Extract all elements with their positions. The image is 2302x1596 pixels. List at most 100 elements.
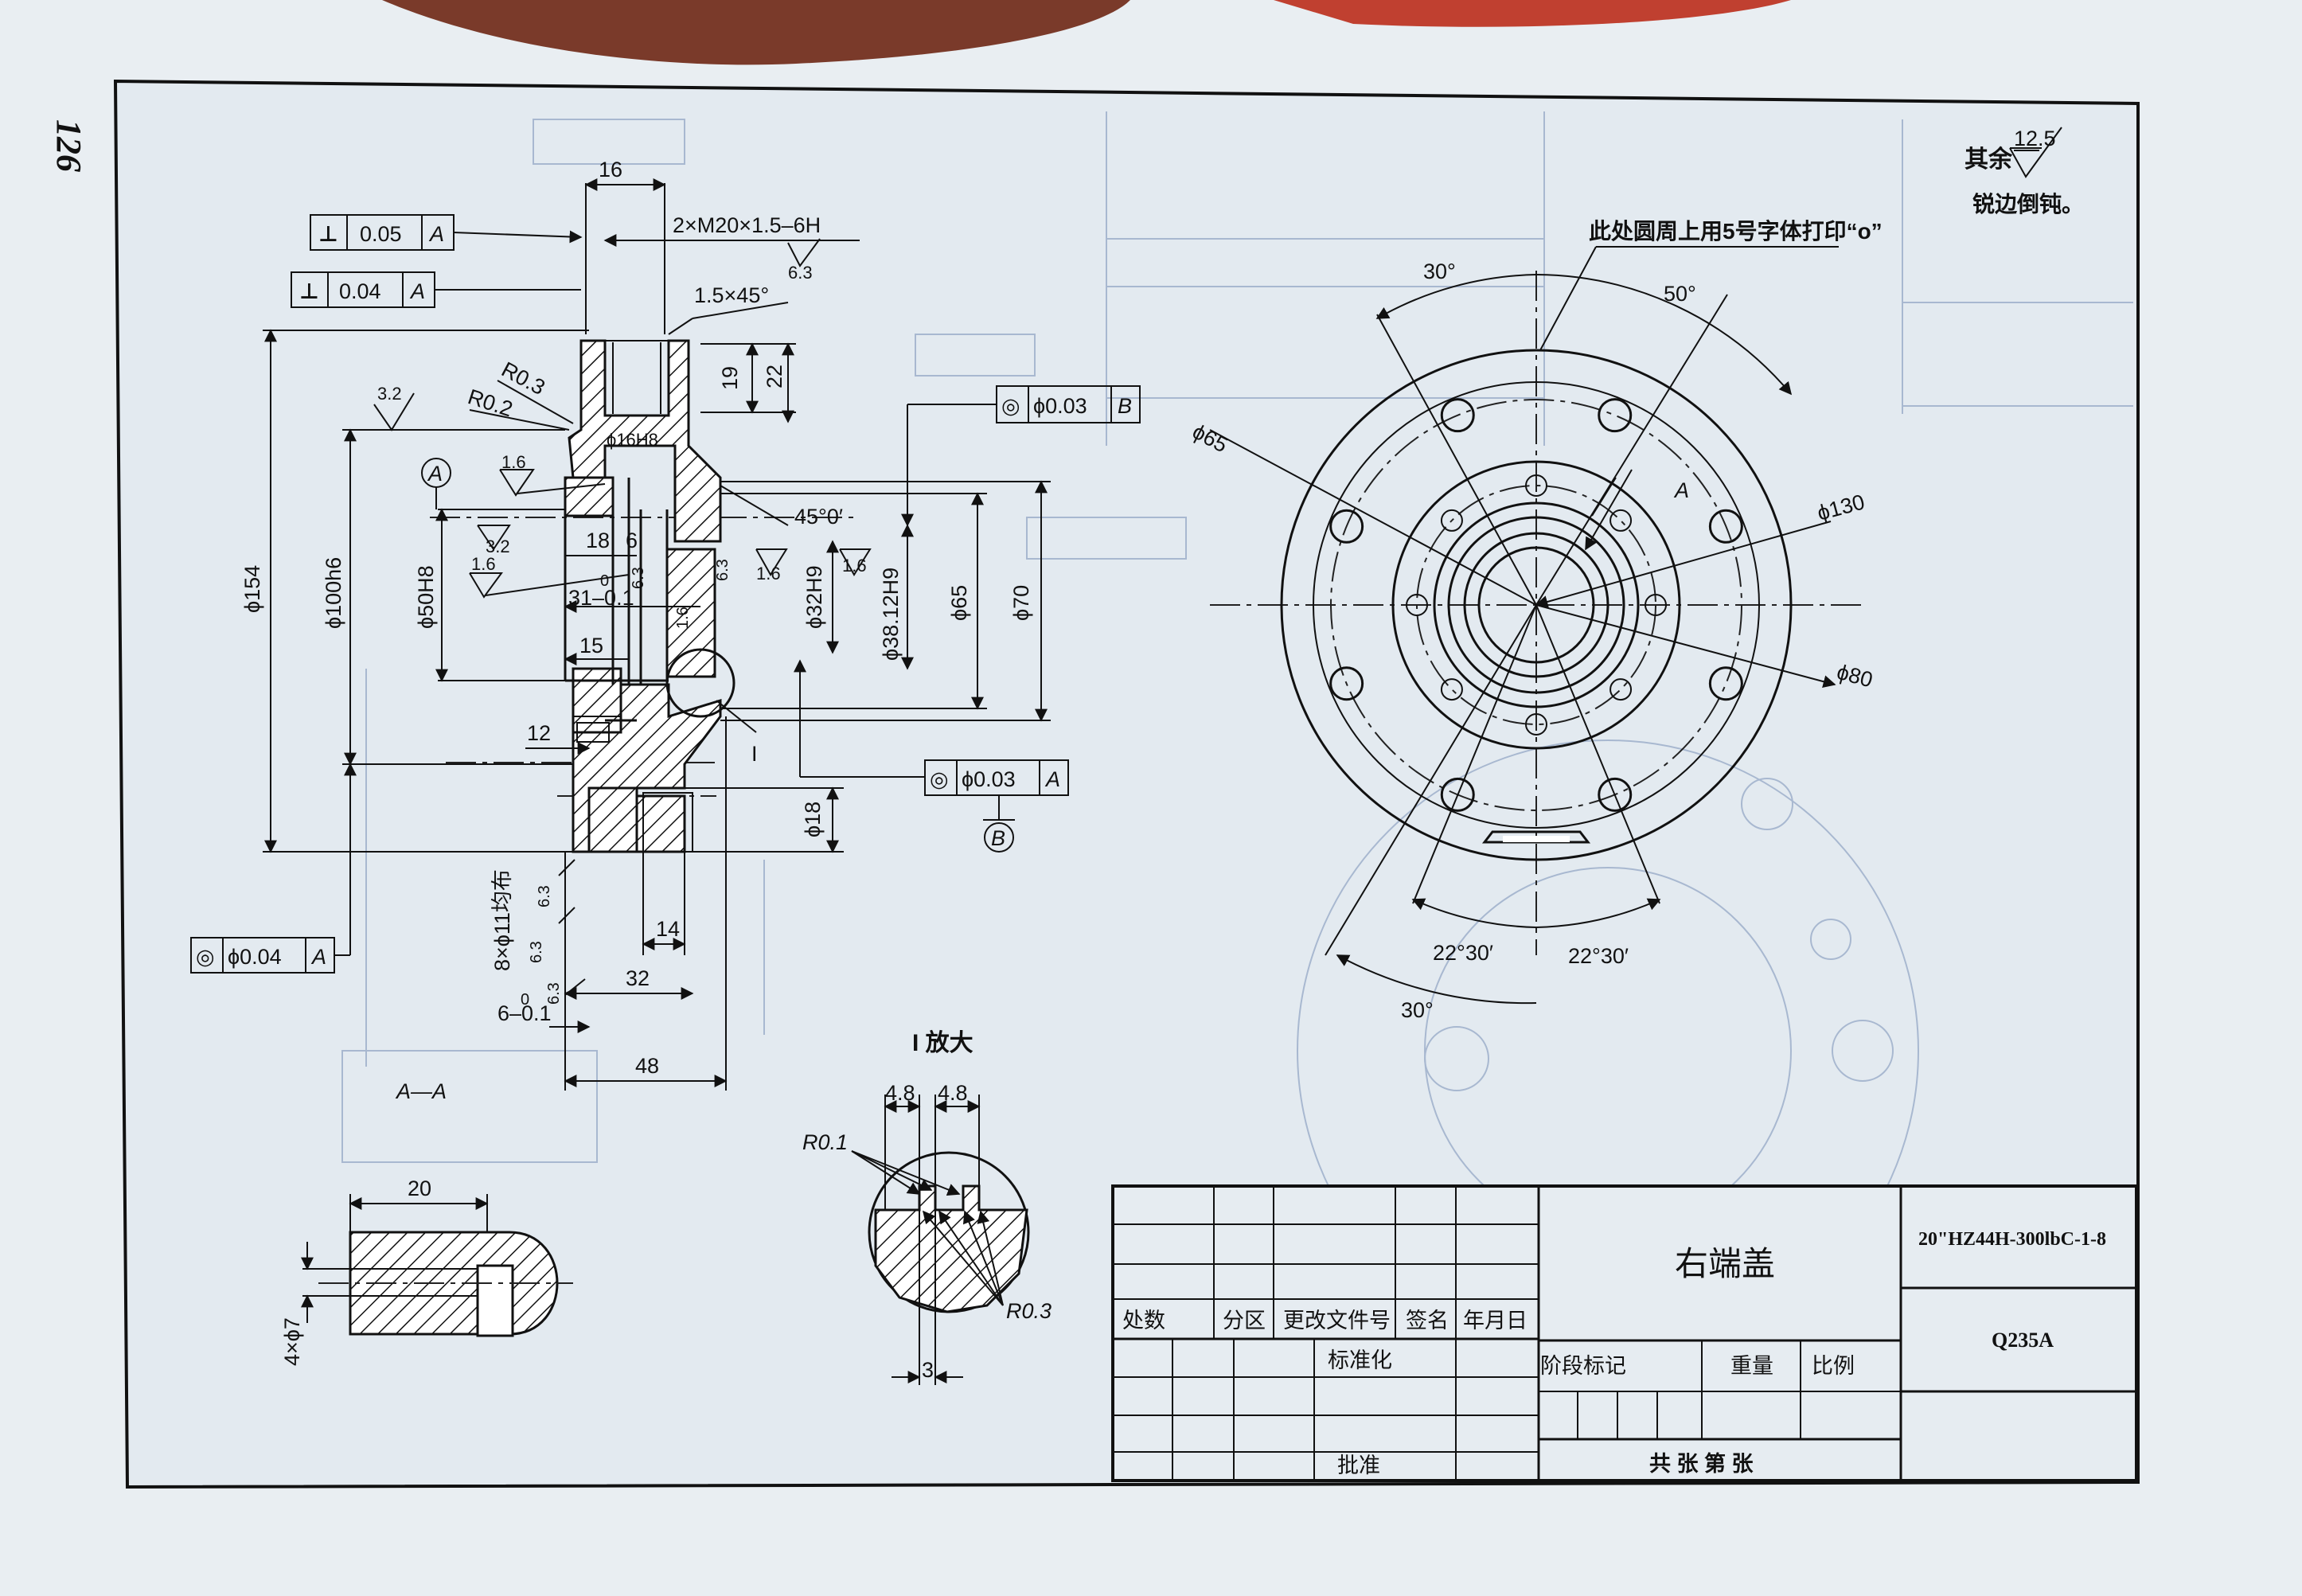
dim-19: 19 <box>718 366 742 390</box>
holes-4x7: 4×ϕ7 <box>280 1317 304 1366</box>
ra-3-2-mid: 3.2 <box>486 537 510 556</box>
detail-r0-3: R0.3 <box>1006 1299 1052 1323</box>
ra-1-6-step: 1.6 <box>674 607 692 629</box>
hand-shadow <box>382 0 1130 65</box>
tb-sheets: 共 张 第 张 <box>1649 1451 1754 1476</box>
angle-45: 45°0′ <box>794 505 843 529</box>
tf4-symbol: ◎ <box>930 767 949 791</box>
angle-30-bottom: 30° <box>1401 998 1434 1022</box>
section-view <box>430 339 860 853</box>
datum-b-marker: B <box>991 826 1005 850</box>
tol-6: 6–0.1 <box>497 1001 552 1025</box>
dia-154: ϕ154 <box>240 565 264 613</box>
angle-2230-left: 22°30′ <box>1433 941 1493 965</box>
bolt-hole <box>1440 398 1475 433</box>
tolerance-frame-conc-003-b: ◎ ϕ0.03 B <box>901 385 1141 527</box>
ra-1-6-right: 1.6 <box>756 564 781 583</box>
section-dimensions: 16 2×M20×1.5–6H 6.3 1.5×45° 19 22 R0.3 R… <box>240 158 1051 1103</box>
detail-dim-4-8-b: 4.8 <box>938 1081 968 1105</box>
bolt-hole <box>1598 398 1633 433</box>
bolt-hole <box>1329 666 1364 701</box>
tf3-symbol: ◎ <box>1001 394 1020 418</box>
thread-callout: 2×M20×1.5–6H <box>673 213 821 237</box>
ra-6-3-thread: 6.3 <box>788 263 813 283</box>
small-hole <box>1406 594 1428 616</box>
default-roughness-value: 12.5 <box>2014 127 2056 150</box>
ra-1-6-far: 1.6 <box>842 556 867 576</box>
dia-32h9: ϕ32H9 <box>802 565 826 629</box>
dia-70: ϕ70 <box>1009 585 1033 621</box>
angle-30-top: 30° <box>1423 259 1456 283</box>
tolerance-frame-perp-004: ⊥ 0.04 A <box>291 271 581 308</box>
dim-32: 32 <box>626 966 650 990</box>
bolt-hole <box>1708 509 1743 544</box>
dia-100h6: ϕ100h6 <box>322 557 345 629</box>
detail-title: I 放大 <box>912 1030 973 1056</box>
ra-1-6-top: 1.6 <box>501 452 526 472</box>
dia-65: ϕ65 <box>947 585 971 621</box>
dim-16: 16 <box>599 158 622 181</box>
tf5-value: ϕ0.04 <box>228 945 282 969</box>
ra-1-6-mid: 1.6 <box>471 554 496 574</box>
dia-18: ϕ18 <box>801 802 825 837</box>
ra-6-3-holes-a: 6.3 <box>536 885 553 907</box>
bolt-hole <box>1440 777 1475 812</box>
tf3-datum: B <box>1118 394 1132 418</box>
small-holes <box>1406 474 1667 736</box>
bolt-holes <box>1329 398 1743 812</box>
edge-note: 锐边倒钝。 <box>1972 191 2084 217</box>
angle-2230-right: 22°30′ <box>1568 944 1629 968</box>
dim-22: 22 <box>763 365 786 388</box>
tolerance-frame-conc-003-a: ◎ ϕ0.03 A B <box>794 659 1069 853</box>
dim-18: 18 <box>586 529 610 552</box>
bolt-hole <box>1708 666 1743 701</box>
tb-weight: 重量 <box>1730 1354 1773 1378</box>
tb-material: Q235A <box>1992 1329 2054 1352</box>
hand-shadow-right <box>1274 0 1791 27</box>
tb-part-name: 右端盖 <box>1675 1245 1775 1282</box>
detail-dim-3: 3 <box>922 1358 934 1382</box>
dim-20: 20 <box>408 1177 431 1200</box>
detail-view: I 放大 4.8 4.8 R0.1 R0.3 3 <box>802 1030 1052 1385</box>
section-mark-a: A <box>1673 478 1689 502</box>
slot-section: 20 4×ϕ7 <box>280 1177 573 1366</box>
ra-6-3-holes-c: 6.3 <box>545 982 563 1005</box>
holes-8x11: 8×ϕ11均布 <box>490 869 514 971</box>
dia-50h8: ϕ50H8 <box>414 565 438 629</box>
bolt-hole <box>1598 777 1633 812</box>
tb-stage: 阶段标记 <box>1540 1354 1626 1378</box>
tb-col-zone: 分区 <box>1223 1309 1266 1333</box>
tf2-symbol: ⊥ <box>299 279 319 303</box>
bore-16h8: ϕ16H8 <box>607 430 658 450</box>
ra-3-2-left: 3.2 <box>377 384 402 404</box>
tf1-value: 0.05 <box>360 222 402 246</box>
dim-12: 12 <box>527 721 551 745</box>
detail-ref-i: I <box>751 742 758 766</box>
ra-6-3-bore: 6.3 <box>630 567 647 589</box>
small-hole <box>1645 594 1667 616</box>
tb-col-change-doc: 更改文件号 <box>1283 1309 1391 1333</box>
dim-48: 48 <box>635 1054 659 1078</box>
tf5-datum: A <box>310 945 326 969</box>
tf2-value: 0.04 <box>339 279 381 303</box>
small-hole <box>1609 678 1633 701</box>
tf3-value: ϕ0.03 <box>1033 394 1087 418</box>
stamp-note: 此处圆周上用5号字体打印“o” <box>1589 218 1883 244</box>
default-roughness-prefix: 其余 <box>1965 146 2013 173</box>
bolt-hole <box>1329 509 1364 544</box>
ra-6-3-holes-b: 6.3 <box>528 941 545 963</box>
default-roughness-note: 其余 12.5 锐边倒钝。 <box>1965 127 2084 217</box>
chamfer-callout: 1.5×45° <box>694 283 769 307</box>
ra-6-3-inner: 6.3 <box>714 559 732 581</box>
tf4-datum: A <box>1044 767 1060 791</box>
small-hole <box>1525 713 1547 736</box>
small-hole <box>1440 678 1463 701</box>
angle-50: 50° <box>1664 282 1696 306</box>
tb-standardize: 标准化 <box>1328 1348 1392 1372</box>
detail-r0-1: R0.1 <box>802 1130 848 1154</box>
detail-dim-4-8-a: 4.8 <box>885 1081 915 1105</box>
small-hole <box>1440 509 1463 532</box>
tb-approve: 批准 <box>1337 1454 1380 1477</box>
tol-31-upper: 0 <box>600 572 609 590</box>
